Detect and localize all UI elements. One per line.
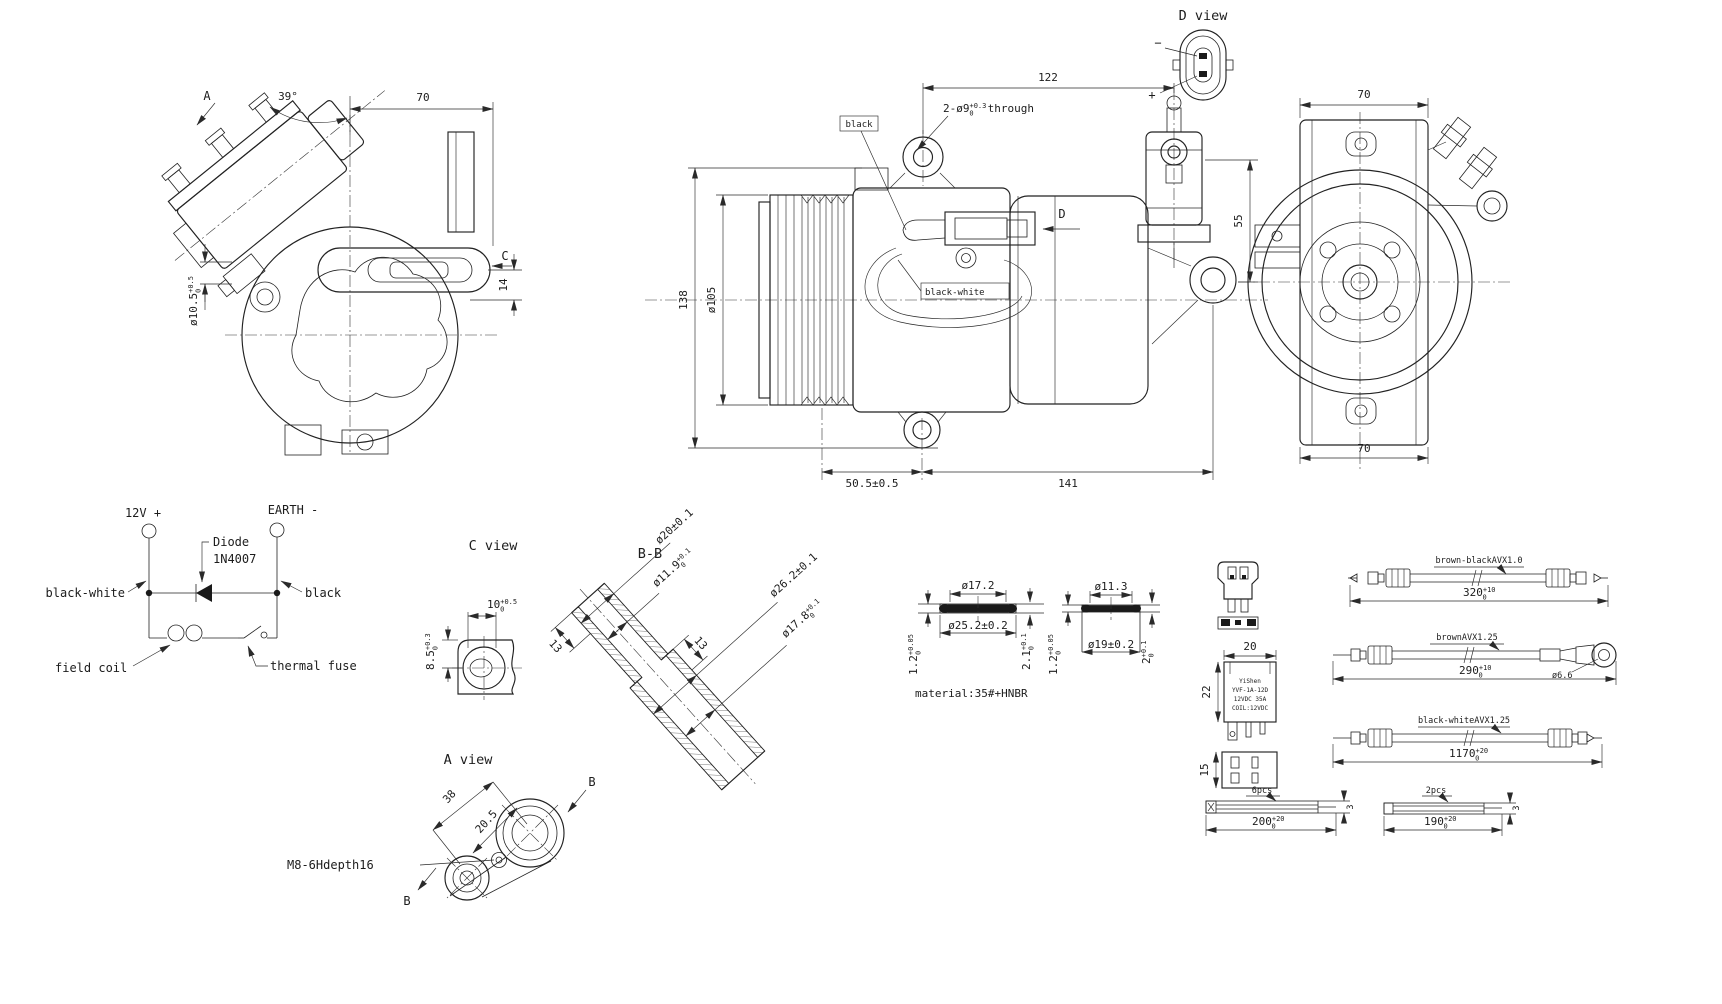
tube2-dia: 3 bbox=[1512, 805, 1522, 810]
side-dim-50-5: 50.5±0.5 bbox=[846, 477, 899, 490]
field-coil-label: field coil bbox=[55, 661, 127, 675]
seal1-thickness: 1.2+0.050 bbox=[907, 634, 923, 675]
tube2-qty: 2pcs bbox=[1426, 786, 1446, 796]
view-label-c: C bbox=[501, 249, 508, 263]
diode-symbol bbox=[195, 584, 212, 602]
pulley bbox=[758, 194, 854, 406]
valve-assembly bbox=[1137, 95, 1211, 268]
wire-label-black: black bbox=[845, 120, 873, 130]
side-dim-141: 141 bbox=[1058, 477, 1078, 490]
side-dim-105: ø105 bbox=[705, 287, 718, 314]
boss-detail bbox=[217, 253, 266, 298]
relay-dim-22: 22 bbox=[1200, 685, 1213, 698]
cable2-ring-dia: ø6.6 bbox=[1552, 671, 1572, 681]
tube1-qty: 6pcs bbox=[1252, 786, 1272, 796]
diode-label-2: 1N4007 bbox=[213, 552, 256, 566]
diode-label-1: Diode bbox=[213, 535, 249, 549]
seal2-thickness: 1.2+0.050 bbox=[1047, 634, 1063, 675]
relay-text-3: 12VDC 35A bbox=[1234, 696, 1267, 703]
relay-dim-20: 20 bbox=[1243, 640, 1256, 653]
seal1-top-dia: ø17.2 bbox=[961, 579, 994, 592]
rear-dim-70-top: 70 bbox=[1357, 88, 1370, 101]
cable2-label: brownAVX1.25 bbox=[1436, 633, 1497, 643]
front-angle-39: 39° bbox=[278, 90, 298, 103]
cable1-label: brown-blackAVX1.0 bbox=[1436, 556, 1523, 566]
supply-label: 12V + bbox=[125, 506, 161, 520]
wire-label-black-white: black-white bbox=[925, 288, 985, 298]
electrical-connector bbox=[864, 211, 1036, 328]
wire-left-label: black-white bbox=[46, 586, 125, 600]
seal-1: ø17.2 ø25.2±0.2 1.2+0.050 2.1+0.10 bbox=[907, 579, 1044, 675]
c-view-dim-8-5: 8.5+0.30 bbox=[424, 633, 440, 670]
wire-right-label: black bbox=[305, 586, 342, 600]
wiring-diagram: 12V + EARTH - Diode 1N4007 black-white b… bbox=[46, 503, 357, 675]
rear-port-fittings bbox=[1427, 116, 1508, 222]
polarity-minus: − bbox=[1154, 36, 1161, 50]
relay-bottom-view: 15 bbox=[1198, 751, 1278, 789]
view-label-d: D bbox=[1058, 207, 1065, 221]
rear-view: 70 70 bbox=[1238, 88, 1512, 470]
field-coil-symbol bbox=[149, 624, 238, 642]
relay-text-4: COIL:12VDC bbox=[1232, 705, 1269, 712]
c-view-title: C view bbox=[469, 538, 519, 554]
tube1-dia: 3 bbox=[1346, 804, 1356, 809]
earth-label: EARTH - bbox=[268, 503, 319, 517]
mount-ear-rear bbox=[1147, 247, 1237, 345]
compressor-housing bbox=[852, 167, 1149, 413]
fuse-relay: 20 YiShen YVF-1A-12D 12VDC 35A COIL:12VD… bbox=[1198, 561, 1278, 789]
polarity-plus: + bbox=[1148, 88, 1155, 102]
d-view: D view − + bbox=[1148, 8, 1234, 102]
front-boss-dia: ø10.5+0.50 bbox=[187, 276, 203, 326]
side-dim-55: 55 bbox=[1232, 214, 1245, 227]
seal2-bottom-dia: ø19±0.2 bbox=[1088, 638, 1134, 651]
section-label-b-bottom: B bbox=[403, 894, 410, 908]
seal2-height: 2+0.10 bbox=[1140, 641, 1156, 664]
seal2-top-dia: ø11.3 bbox=[1094, 580, 1127, 593]
cable3-label: black-whiteAVX1.25 bbox=[1418, 716, 1510, 726]
side-dim-122: 122 bbox=[1038, 71, 1058, 84]
bb-title: B-B bbox=[638, 546, 662, 562]
relay-text-1: YiShen bbox=[1239, 678, 1261, 685]
seal-2: ø11.3 ø19±0.2 1.2+0.050 2+0.10 bbox=[1047, 580, 1160, 675]
seal1-bottom-dia: ø25.2±0.2 bbox=[948, 619, 1008, 632]
side-dim-138: 138 bbox=[677, 290, 690, 310]
thread-note: M8-6Hdepth16 bbox=[287, 858, 374, 872]
front-dim-70: 70 bbox=[416, 91, 429, 104]
front-view: 70 39° A C 14 ø10.5+0.50 bbox=[161, 89, 522, 456]
rear-dim-70-bottom: 70 bbox=[1357, 442, 1370, 455]
front-dim-14: 14 bbox=[497, 278, 510, 292]
seal-material-note: material:35#+HNBR bbox=[915, 687, 1028, 700]
relay-text-2: YVF-1A-12D bbox=[1232, 687, 1269, 694]
thermal-fuse-label: thermal fuse bbox=[270, 659, 357, 673]
seal1-height: 2.1+0.10 bbox=[1020, 633, 1036, 670]
blade-fuse bbox=[1217, 561, 1259, 630]
section-label-a: A bbox=[203, 89, 211, 103]
relay: 20 YiShen YVF-1A-12D 12VDC 35A COIL:12VD… bbox=[1200, 640, 1277, 741]
a-view-title: A view bbox=[444, 752, 494, 768]
section-label-b-top: B bbox=[588, 775, 595, 789]
relay-dim-15: 15 bbox=[1198, 763, 1211, 776]
seal-sections: ø17.2 ø25.2±0.2 1.2+0.050 2.1+0.10 ø11.3… bbox=[907, 579, 1160, 700]
d-view-title: D view bbox=[1179, 8, 1229, 24]
thermal-fuse-symbol bbox=[238, 625, 277, 639]
